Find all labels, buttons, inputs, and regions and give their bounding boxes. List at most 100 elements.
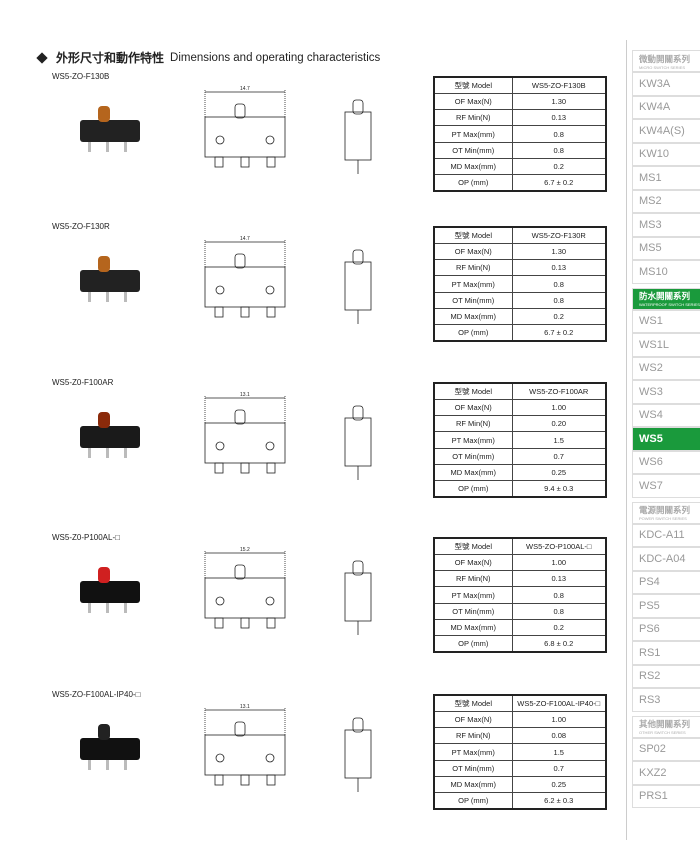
spec-row: MD Max(mm)0.2: [433, 618, 607, 637]
spec-row: OT Min(mm)0.8: [433, 602, 607, 620]
sidebar-item-ws3[interactable]: WS3: [632, 380, 700, 404]
spec-value: 1.30: [511, 242, 607, 261]
sidebar-item-ws7[interactable]: WS7: [632, 474, 700, 498]
dimension-drawing: 15.2: [204, 547, 372, 635]
spec-label: OP (mm): [433, 174, 513, 192]
model-label: WS5-ZO-F130B: [52, 72, 110, 81]
sidebar-item-ws1[interactable]: WS1: [632, 309, 700, 333]
spec-label: 型號 Model: [433, 694, 513, 712]
sidebar-item-ms1[interactable]: MS1: [632, 166, 700, 190]
spec-label: 型號 Model: [433, 537, 513, 555]
spec-label: OP (mm): [433, 635, 513, 653]
spec-value: WS5-ZO-F130R: [511, 226, 607, 244]
sidebar-item-ps6[interactable]: PS6: [632, 617, 700, 641]
sidebar-item-prs1[interactable]: PRS1: [632, 784, 700, 808]
title-zh: 外形尺寸和動作特性: [56, 51, 165, 65]
product-photo: [80, 724, 140, 770]
spec-value: 0.13: [511, 109, 607, 127]
dimension-drawing: 13.1: [204, 704, 372, 792]
spec-row: PT Max(mm)0.8: [433, 125, 607, 143]
spec-label: PT Max(mm): [433, 743, 513, 761]
group-title-en: MICRO SWITCH SERIES: [639, 64, 686, 70]
sidebar-item-ms5[interactable]: MS5: [632, 236, 700, 260]
spec-row: OP (mm)6.7 ± 0.2: [433, 174, 607, 192]
spec-label: MD Max(mm): [433, 307, 513, 326]
sidebar-item-ws4[interactable]: WS4: [632, 403, 700, 427]
dimension-drawing: 13.1: [204, 392, 372, 480]
sidebar-item-ms10[interactable]: MS10: [632, 260, 700, 284]
sidebar-item-kxz2[interactable]: KXZ2: [632, 761, 700, 785]
spec-label: OT Min(mm): [433, 447, 513, 465]
spec-row: OP (mm)6.7 ± 0.2: [433, 324, 607, 342]
group-title-zh: 電源開關系列: [639, 505, 691, 515]
spec-label: OT Min(mm): [433, 141, 513, 159]
spec-label: PT Max(mm): [433, 431, 513, 449]
spec-row: RF Min(N)0.13: [433, 109, 607, 127]
sidebar-item-kdca04[interactable]: KDC-A04: [632, 547, 700, 571]
spec-label: OF Max(N): [433, 92, 513, 111]
spec-label: MD Max(mm): [433, 618, 513, 637]
spec-value: WS5-ZO-F100AR: [511, 382, 607, 400]
sidebar-item-kw10[interactable]: KW10: [632, 142, 700, 166]
sidebar-item-ms3[interactable]: MS3: [632, 213, 700, 237]
product-photo: [80, 106, 140, 152]
sidebar-item-ws1l[interactable]: WS1L: [632, 333, 700, 357]
sidebar-item-ws2[interactable]: WS2: [632, 356, 700, 380]
spec-label: 型號 Model: [433, 76, 513, 94]
group-title-en: POWER SWITCH SERIES: [639, 516, 687, 521]
sidebar-item-kw4as[interactable]: KW4A(S): [632, 119, 700, 143]
spec-row: OT Min(mm)0.7: [433, 447, 607, 465]
spec-label: OP (mm): [433, 480, 513, 498]
sidebar-item-rs3[interactable]: RS3: [632, 688, 700, 712]
sidebar-item-kw4a[interactable]: KW4A: [632, 95, 700, 119]
model-label: WS5-Z0-F100AR: [52, 378, 114, 387]
sidebar-item-ws5[interactable]: WS5: [632, 427, 700, 451]
spec-row: OP (mm)9.4 ± 0.3: [433, 480, 607, 498]
sidebar-item-rs1[interactable]: RS1: [632, 641, 700, 665]
width-dimension: 15.2: [240, 547, 250, 553]
spec-label: OF Max(N): [433, 398, 513, 417]
sidebar-item-sp02[interactable]: SP02: [632, 737, 700, 761]
sidebar-item-kdca11[interactable]: KDC-A11: [632, 523, 700, 547]
spec-row: PT Max(mm)1.5: [433, 431, 607, 449]
spec-value: 1.00: [511, 398, 607, 417]
spec-label: OP (mm): [433, 324, 513, 342]
spec-row: PT Max(mm)0.8: [433, 275, 607, 293]
sidebar-item-ps4[interactable]: PS4: [632, 570, 700, 594]
spec-value: 0.8: [511, 141, 607, 159]
sidebar-item-rs2[interactable]: RS2: [632, 664, 700, 688]
spec-row: OF Max(N)1.00: [433, 710, 607, 729]
spec-label: 型號 Model: [433, 382, 513, 400]
spec-value: 6.7 ± 0.2: [511, 174, 607, 192]
spec-row: PT Max(mm)0.8: [433, 586, 607, 604]
spec-label: OF Max(N): [433, 553, 513, 572]
spec-row: OP (mm)6.8 ± 0.2: [433, 635, 607, 653]
spec-value: 0.08: [511, 727, 607, 745]
width-dimension: 14.7: [240, 236, 250, 242]
spec-row: OP (mm)6.2 ± 0.3: [433, 792, 607, 810]
spec-value: 0.2: [511, 157, 607, 176]
spec-label: RF Min(N): [433, 570, 513, 588]
spec-row: OF Max(N)1.00: [433, 553, 607, 572]
width-dimension: 13.1: [240, 392, 250, 398]
width-dimension: 13.1: [240, 704, 250, 710]
spec-value: 0.13: [511, 570, 607, 588]
spec-value: 0.20: [511, 415, 607, 433]
sidebar-item-ps5[interactable]: PS5: [632, 594, 700, 618]
sidebar-item-ws6[interactable]: WS6: [632, 450, 700, 474]
spec-label: OT Min(mm): [433, 759, 513, 777]
spec-value: WS5-ZO-F130B: [511, 76, 607, 94]
model-label: WS5-ZO-F100AL-IP40-□: [52, 690, 141, 699]
spec-value: 0.8: [511, 602, 607, 620]
group-title-en: WATERPROOF SWITCH SERIES: [639, 302, 700, 307]
spec-value: 9.4 ± 0.3: [511, 480, 607, 498]
sidebar-item-kw3a[interactable]: KW3A: [632, 72, 700, 96]
spec-value: 0.25: [511, 463, 607, 482]
spec-label: MD Max(mm): [433, 157, 513, 176]
sidebar-item-ms2[interactable]: MS2: [632, 189, 700, 213]
